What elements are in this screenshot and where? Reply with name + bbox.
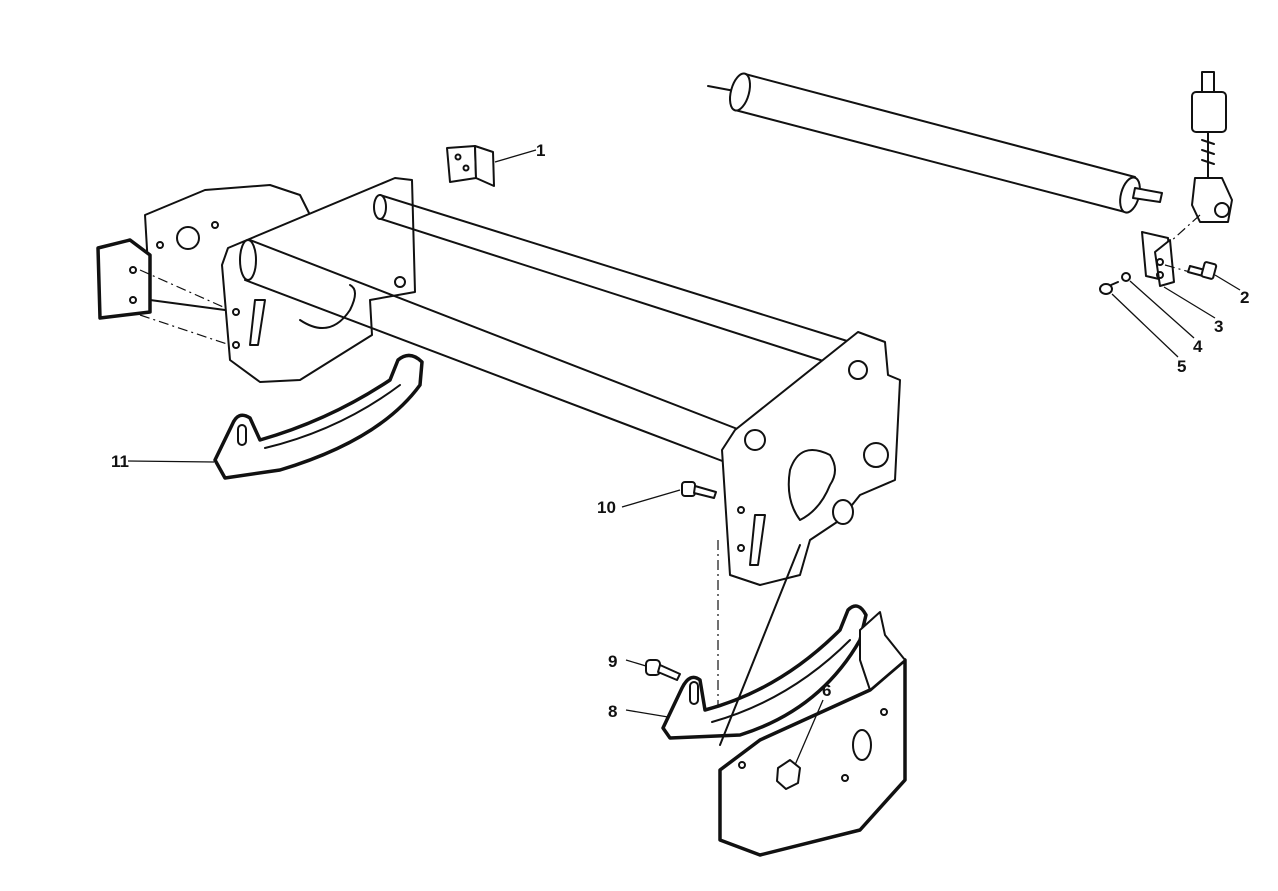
part-2-bolt <box>1187 261 1218 280</box>
part-11-arm-bracket <box>213 353 424 480</box>
callout-8: 8 <box>608 702 617 721</box>
callout-11: 11 <box>111 452 129 471</box>
part-9-bolt <box>645 659 681 681</box>
part-8-arm-bracket <box>661 544 868 746</box>
leader-lines <box>127 149 1241 766</box>
bottom-mounting-bracket <box>718 611 907 857</box>
part-4-washer <box>1121 272 1131 282</box>
part-10-bolt <box>681 481 717 499</box>
part-5-screw <box>1099 281 1119 295</box>
callout-10: 10 <box>597 498 616 517</box>
part-6-nut <box>776 759 801 790</box>
part-1-bracket <box>446 145 495 187</box>
callout-9: 9 <box>608 652 617 671</box>
roller <box>707 72 1163 214</box>
frame-rods <box>239 194 861 463</box>
frame-right-side-plate <box>717 331 901 740</box>
callout-5: 5 <box>1177 357 1186 376</box>
callout-3: 3 <box>1214 317 1223 336</box>
callout-4: 4 <box>1193 337 1203 356</box>
adjuster-assembly <box>1149 71 1233 261</box>
callout-6: 6 <box>822 681 831 700</box>
frame-left-side-plate <box>221 177 416 383</box>
callout-1: 1 <box>536 141 545 160</box>
part-3-bracket <box>1141 231 1191 287</box>
callout-2: 2 <box>1240 288 1249 307</box>
